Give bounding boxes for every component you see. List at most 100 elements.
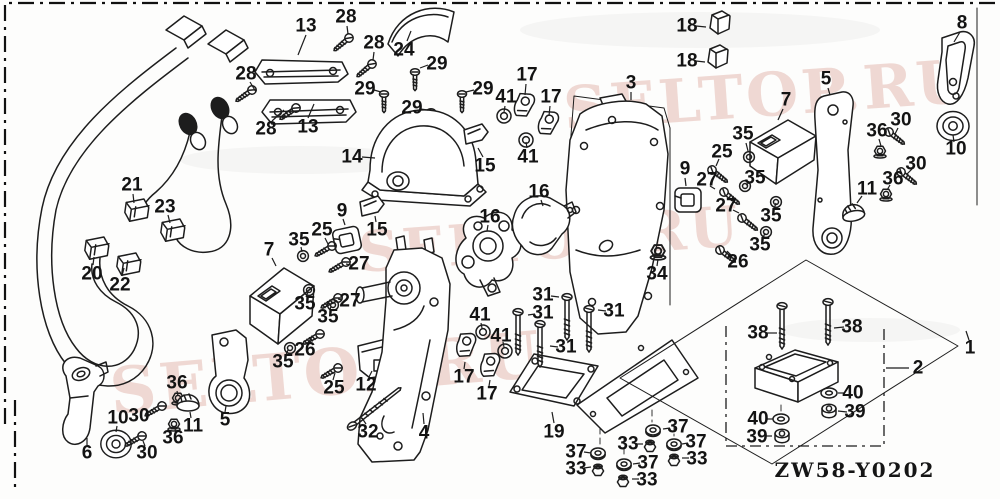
part-label-15: 15 [474, 156, 496, 177]
leader-line-23 [167, 214, 171, 224]
leader-line-38 [833, 326, 845, 329]
part-label-27: 27 [339, 291, 360, 312]
leader-line-11 [856, 195, 863, 204]
leader-line-7 [777, 108, 784, 121]
part-label-16: 16 [528, 182, 549, 203]
part-label-8: 8 [957, 13, 968, 34]
part-label-38: 38 [841, 317, 862, 338]
part-label-27: 27 [715, 196, 736, 217]
part-label-30: 30 [905, 154, 926, 175]
leader-line-36 [176, 390, 179, 397]
part-2-region [725, 297, 885, 447]
leader-line-15 [374, 215, 377, 223]
part-label-10: 10 [107, 408, 128, 429]
leader-line-17 [488, 379, 491, 387]
part-label-20: 20 [81, 264, 102, 285]
part-8-clevis [936, 30, 976, 105]
leader-line-31 [550, 295, 560, 298]
leader-line-35 [745, 142, 749, 152]
leader-line-30 [142, 440, 146, 447]
leader-line-7 [271, 257, 277, 267]
leader-line-36 [886, 184, 891, 191]
part-label-30: 30 [890, 110, 911, 131]
part-label-29: 29 [472, 79, 493, 100]
part-label-33: 33 [565, 459, 586, 480]
leader-line-31 [597, 309, 607, 312]
leader-line-35 [745, 181, 751, 186]
part-label-31: 31 [555, 337, 577, 358]
leader-line-16 [486, 224, 489, 232]
part-label-24: 24 [393, 40, 415, 61]
leader-line-26 [726, 250, 733, 257]
part-label-28: 28 [255, 119, 276, 140]
part-14-housing [361, 109, 487, 207]
part-label-7: 7 [781, 90, 792, 111]
part-label-29: 29 [401, 98, 422, 119]
part-9-grommet [331, 224, 363, 256]
part-label-17: 17 [476, 384, 497, 405]
part-label-37: 37 [685, 432, 706, 453]
leader-line-17 [524, 83, 527, 96]
part-label-17: 17 [540, 87, 561, 108]
part-label-25: 25 [711, 142, 733, 163]
leader-line-34 [656, 258, 659, 267]
leader-line-37 [662, 427, 671, 430]
leader-line-41 [503, 105, 506, 113]
leader-line-9 [342, 218, 346, 226]
leader-line-37 [681, 442, 689, 445]
leader-line-27 [337, 298, 343, 301]
part-label-33: 33 [617, 434, 638, 455]
leader-line-21 [132, 193, 135, 204]
leader-line-35 [773, 202, 777, 210]
leader-line-30 [894, 127, 899, 135]
diagram-code: ZW58-Y0202 [775, 458, 936, 482]
leader-line-30 [906, 168, 913, 175]
part-label-15: 15 [366, 220, 388, 241]
leader-line-11 [189, 411, 192, 419]
part-label-21: 21 [121, 175, 143, 196]
part-label-41: 41 [490, 326, 512, 347]
leader-line-26 [307, 336, 313, 344]
part-label-37: 37 [667, 417, 688, 438]
part-label-13: 13 [295, 16, 316, 37]
page-frame [3, 1, 995, 493]
part-label-35: 35 [749, 235, 771, 256]
leader-line-25 [715, 158, 720, 167]
part-15-clips [359, 123, 489, 217]
leader-line-10 [952, 134, 955, 143]
part-label-27: 27 [348, 254, 369, 275]
part-label-32: 32 [357, 422, 378, 443]
part-label-31: 31 [532, 303, 554, 324]
part-label-18: 18 [676, 51, 697, 72]
leader-line-31 [527, 313, 536, 316]
leader-line-39 [837, 410, 848, 413]
part-label-19: 19 [543, 422, 564, 443]
part-16-bracket [511, 195, 577, 256]
leader-line-41 [525, 141, 528, 149]
leader-line-17 [548, 105, 551, 117]
part-label-33: 33 [636, 470, 657, 491]
leader-line-32 [361, 417, 367, 425]
part-label-40: 40 [747, 409, 768, 430]
scan-noise [180, 12, 960, 342]
part-label-39: 39 [844, 402, 865, 423]
part-5-lever-left [208, 329, 251, 415]
part-39-40-fasteners [772, 387, 838, 444]
part-13-brackets [232, 31, 379, 125]
part-label-16: 16 [479, 207, 500, 228]
part-label-26: 26 [294, 340, 315, 361]
leader-line-33 [583, 466, 592, 469]
part-label-35: 35 [272, 352, 294, 373]
part-label-35: 35 [317, 307, 339, 328]
leader-line-28 [346, 25, 349, 35]
part-9-grommet [674, 187, 702, 213]
part-label-36: 36 [882, 169, 903, 190]
leader-line-17 [463, 361, 466, 370]
part-label-14: 14 [341, 147, 363, 168]
leader-line-37 [583, 451, 592, 454]
leader-line-27 [732, 209, 740, 214]
part-label-38: 38 [747, 323, 768, 344]
part-label-26: 26 [727, 252, 748, 273]
